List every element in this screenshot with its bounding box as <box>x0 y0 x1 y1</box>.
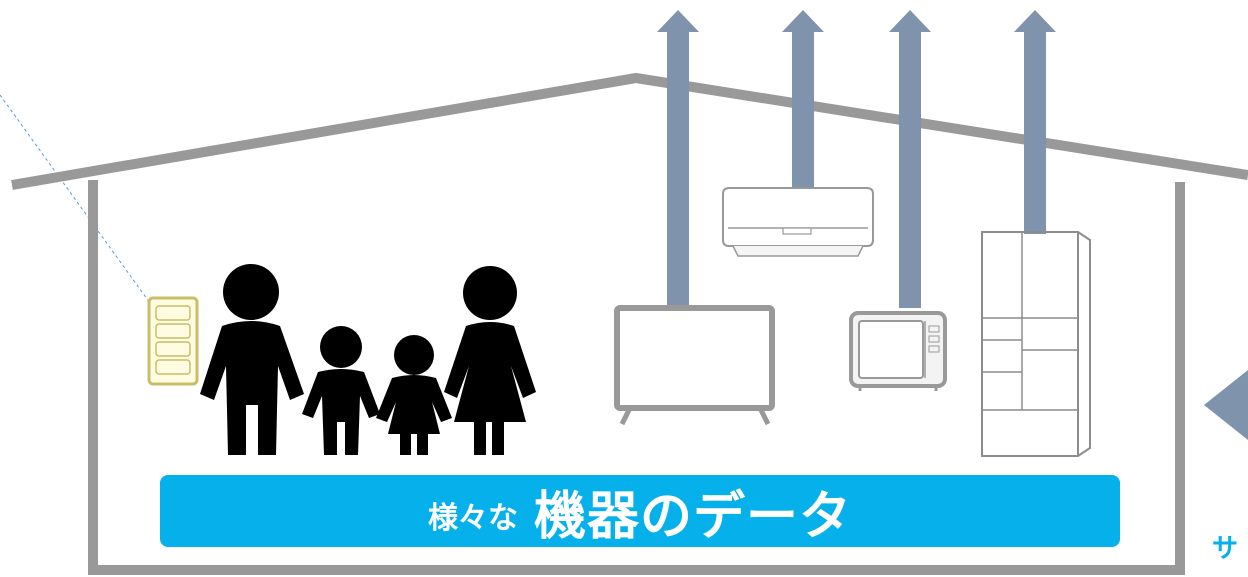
refrigerator-icon <box>981 231 1091 457</box>
upload-arrows <box>657 10 1056 308</box>
leader-line <box>0 94 156 311</box>
upload-arrow-icon <box>657 10 699 308</box>
banner: 様々な 機器のデータ <box>160 475 1120 547</box>
mother-icon <box>444 266 536 455</box>
banner-main-text: 機器のデータ <box>533 486 852 547</box>
upload-arrow-icon <box>1014 10 1056 234</box>
banner-small-text: 様々な <box>427 501 518 536</box>
father-icon <box>200 264 304 455</box>
tv-icon <box>614 305 775 426</box>
upload-arrow-icon <box>889 10 931 308</box>
upload-arrow-icon <box>782 10 824 188</box>
air-conditioner-icon <box>722 187 874 257</box>
child-icon <box>302 326 380 455</box>
microwave-icon <box>849 311 947 391</box>
left-arrow-icon <box>1204 370 1248 440</box>
house-walls <box>88 180 1185 575</box>
child-icon <box>376 335 452 455</box>
control-panel-icon <box>147 296 199 386</box>
house-roof <box>11 72 1248 190</box>
edge-label: サ <box>1212 534 1239 564</box>
